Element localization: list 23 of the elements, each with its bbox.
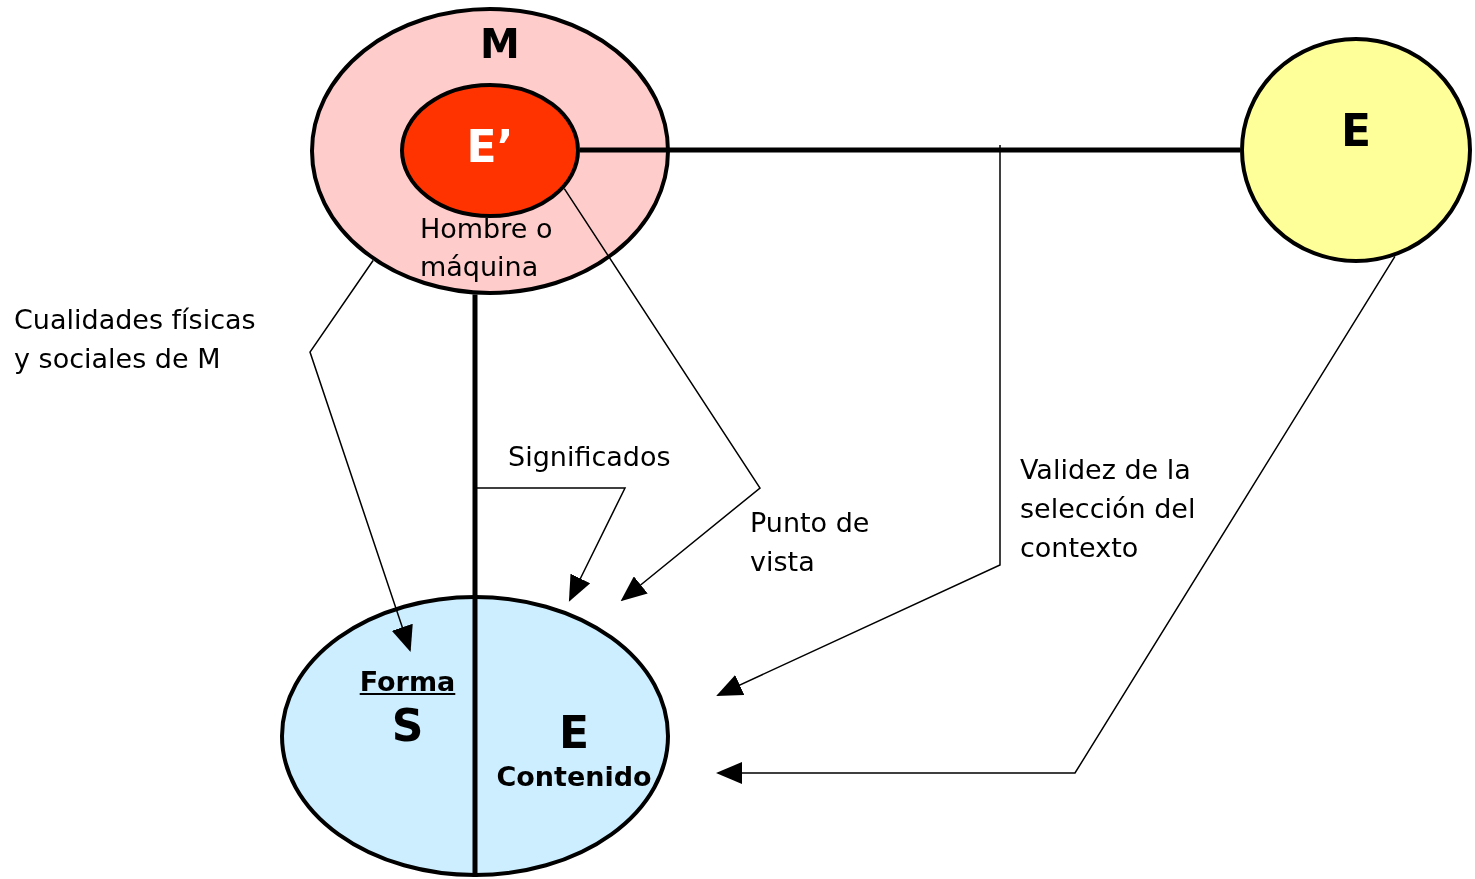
edge-label: Cualidades físicas y sociales de M [14,303,257,376]
node-label: Hombre o máquina [420,212,554,284]
edge-label: Punto de vista [750,506,871,579]
arrow [309,259,413,652]
connector-line [472,294,478,595]
arrow [716,144,1001,696]
node-label: M [479,20,521,69]
node-label: E’ [465,120,515,174]
node-label: Forma [358,665,457,699]
arrow [476,487,627,602]
edge-label: Significados [508,440,671,474]
arrow [716,255,1396,784]
ellipse-node [400,83,580,218]
connector-line [580,147,1240,153]
arrow [563,187,761,602]
node-label: Contenido [495,760,653,794]
ellipse-node [280,595,670,877]
node-label: E [1339,104,1373,158]
ellipse-node [310,7,670,295]
edge-label: Validez de la selección del contexto [1020,453,1197,565]
ellipse-node [1240,37,1472,263]
node-label: E [557,706,591,760]
node-label: S [390,699,425,753]
